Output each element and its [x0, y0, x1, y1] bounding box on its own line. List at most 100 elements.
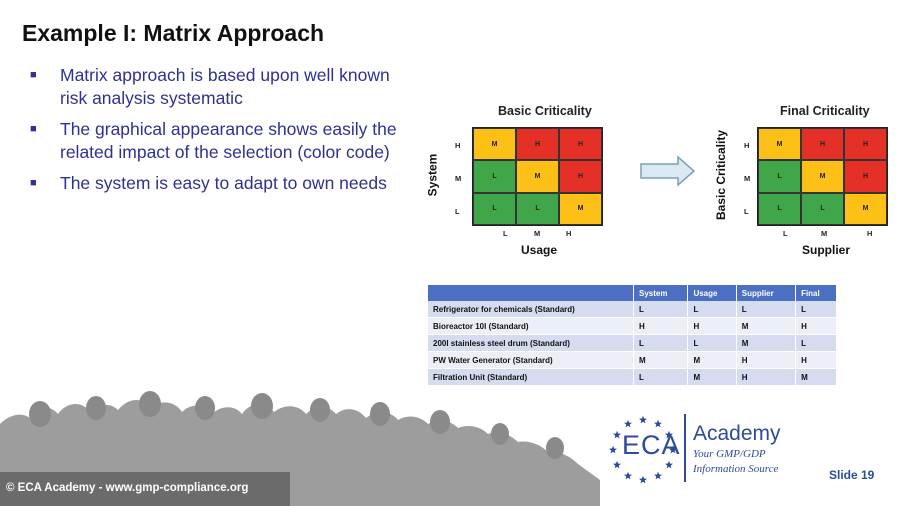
eca-academy-logo: ECA Academy Your GMP/GDP Information Sou…: [602, 410, 812, 490]
matrix-cell: L: [758, 160, 801, 193]
table-cell: H: [795, 317, 837, 335]
basic-matrix-x-tick: H: [566, 229, 572, 238]
matrix-cell: H: [516, 128, 559, 161]
matrix-cell: L: [801, 192, 844, 225]
footer-copyright: © ECA Academy - www.gmp-compliance.org: [6, 482, 249, 494]
matrix-cell: M: [559, 192, 602, 225]
slide-number: Slide 19: [829, 468, 875, 482]
final-matrix-y-tick: L: [744, 207, 749, 216]
star-icon: [624, 471, 632, 480]
basic-matrix-y-axis-label: System: [425, 153, 440, 197]
table-cell: M: [736, 334, 797, 352]
bullet-marker: ■: [30, 123, 37, 135]
table-header-cell: Usage: [687, 285, 737, 301]
matrix-cell: L: [516, 192, 559, 225]
table-cell: L: [795, 334, 837, 352]
star-icon: [665, 460, 673, 469]
star-icon: [609, 445, 617, 454]
matrix-cell: M: [758, 128, 801, 161]
star-icon: [613, 460, 621, 469]
table-cell: H: [795, 351, 837, 369]
matrix-cell: H: [844, 160, 887, 193]
table-header-cell: [428, 285, 634, 301]
star-icon: [669, 445, 677, 454]
table-cell: L: [633, 368, 689, 386]
table-cell: M: [633, 351, 689, 369]
table-header-cell: Supplier: [736, 285, 797, 301]
logo-tagline-2: Information Source: [693, 463, 779, 475]
basic-matrix-title: Basic Criticality: [498, 104, 592, 118]
table-cell: L: [736, 301, 797, 318]
final-matrix-y-axis-label: Basic Criticality: [714, 129, 729, 221]
final-matrix-x-axis-label: Supplier: [802, 243, 851, 257]
table-cell: M: [687, 351, 737, 369]
table-cell: L: [687, 334, 737, 352]
table-cell: M: [795, 368, 837, 386]
matrix-cell: L: [473, 192, 516, 225]
matrix-cell: M: [801, 160, 844, 193]
final-matrix-x-tick: H: [867, 229, 873, 238]
final-matrix-y-tick: H: [744, 141, 750, 150]
table-cell: PW Water Generator (Standard): [428, 351, 634, 369]
basic-matrix-y-tick: M: [455, 174, 462, 183]
bullet-list: ■ Matrix approach is based upon well know…: [28, 64, 408, 203]
matrix-cell: L: [473, 160, 516, 193]
logo-tagline-1: Your GMP/GDP: [693, 448, 766, 460]
bullet-item: ■ The system is easy to adapt to own need…: [28, 172, 408, 195]
basic-matrix-x-axis-label: Usage: [521, 243, 558, 257]
bullet-text: The graphical appearance shows easily th…: [60, 119, 397, 162]
star-icon: [613, 430, 621, 439]
table-header-cell: Final: [795, 285, 837, 301]
star-icon: [654, 471, 662, 480]
matrix-cell: H: [844, 128, 887, 161]
bullet-text: Matrix approach is based upon well known…: [60, 65, 390, 108]
table-cell: H: [633, 317, 689, 335]
final-matrix-title: Final Criticality: [780, 104, 870, 118]
bullet-marker: ■: [30, 69, 37, 81]
matrix-cell: M: [473, 128, 516, 161]
table-cell: L: [633, 334, 689, 352]
matrix-cell: M: [516, 160, 559, 193]
final-matrix-x-tick: L: [783, 229, 788, 238]
slide-title: Example I: Matrix Approach: [22, 20, 325, 46]
bullet-text: The system is easy to adapt to own needs: [60, 173, 387, 193]
matrix-cell: M: [844, 192, 887, 225]
matrix-cell: H: [801, 128, 844, 161]
table-cell: H: [736, 368, 797, 386]
table-cell: H: [687, 317, 737, 335]
table-cell: L: [687, 301, 737, 318]
table-cell: M: [687, 368, 737, 386]
table-cell: Refrigerator for chemicals (Standard): [428, 301, 634, 318]
star-icon: [665, 430, 673, 439]
final-matrix-y-tick: M: [744, 174, 751, 183]
final-matrix-x-tick: M: [821, 229, 828, 238]
basic-matrix-y-tick: L: [455, 207, 460, 216]
table-cell: M: [736, 317, 797, 335]
star-ring-icon: [609, 415, 677, 484]
table-header-cell: System: [633, 285, 689, 301]
bullet-marker: ■: [30, 177, 37, 189]
table-cell: L: [633, 301, 689, 318]
bullet-item: ■ Matrix approach is based upon well know…: [28, 64, 408, 110]
footer-bar: © ECA Academy - www.gmp-compliance.org: [0, 472, 290, 506]
logo-divider: [684, 414, 686, 482]
star-icon: [639, 475, 647, 484]
table-cell: Bioreactor 10l (Standard): [428, 317, 634, 335]
matrix-cell: L: [758, 192, 801, 225]
table-cell: H: [736, 351, 797, 369]
star-icon: [624, 419, 632, 428]
table-cell: L: [795, 301, 837, 318]
bullet-item: ■ The graphical appearance shows easily t…: [28, 118, 408, 164]
table-cell: 200l stainless steel drum (Standard): [428, 334, 634, 352]
logo-eca-text: ECA: [622, 430, 681, 460]
star-icon: [639, 415, 647, 424]
